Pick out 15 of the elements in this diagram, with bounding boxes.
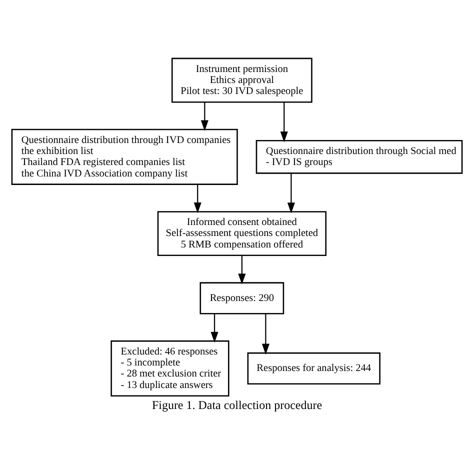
arrow bbox=[287, 174, 295, 214]
node-box: Responses: 290 bbox=[200, 282, 284, 314]
arrow bbox=[194, 184, 202, 214]
node-box: Informed consent obtained Self-assessment questions completed 5 RMB compensation offered bbox=[157, 211, 326, 256]
arrow bbox=[280, 102, 288, 142]
arrow bbox=[238, 255, 246, 284]
node-box: Instrument permission Ethics approval Pilot test: 30 IVD salespeople bbox=[171, 58, 312, 103]
node-box: Responses for analysis: 244 bbox=[247, 352, 380, 385]
arrow bbox=[200, 102, 208, 132]
arrow bbox=[262, 314, 270, 355]
node-box: Questionnaire distribution through Social med - IVD IS groups bbox=[256, 140, 463, 174]
arrow bbox=[210, 314, 218, 343]
node-box: Questionnaire distribution through IVD companies the exhibition list Thailand FDA registered companies list the China IVD Association company list bbox=[11, 128, 238, 185]
caption: Figure 1. Data collection procedure bbox=[152, 398, 322, 412]
node-box: Excluded: 46 responses - 5 incomplete - 28 met exclusion criter - 13 duplicate answers bbox=[110, 340, 230, 397]
